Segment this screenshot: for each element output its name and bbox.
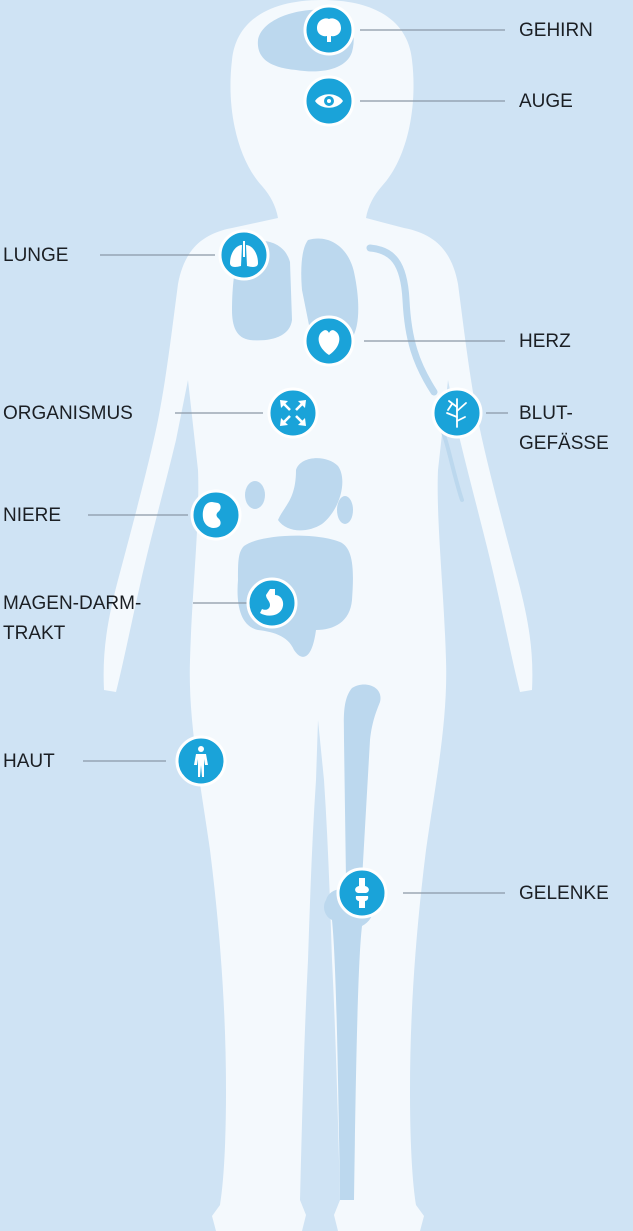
heart-icon: [305, 317, 353, 365]
kidney-label: NIERE: [3, 501, 61, 531]
kidney-shape: [245, 481, 265, 509]
brain-label: GEHIRN: [519, 16, 593, 46]
kidney-icon: [192, 491, 240, 539]
eye-icon: [305, 77, 353, 125]
human-figure-icon: [177, 737, 225, 785]
eye-label: AUGE: [519, 87, 573, 117]
brain-icon: [305, 6, 353, 54]
stomach-icon: [248, 579, 296, 627]
spleen-shape: [337, 496, 353, 524]
joints-label: GELENKE: [519, 879, 609, 909]
organism-label: ORGANISMUS: [3, 399, 133, 429]
knee-joint-icon: [338, 869, 386, 917]
lung-label: LUNGE: [3, 241, 68, 271]
gi-tract-label: MAGEN-DARM- TRAKT: [3, 589, 141, 649]
lungs-icon: [220, 231, 268, 279]
vessels-label: BLUT- GEFÄSSE: [519, 399, 609, 459]
heart-label: HERZ: [519, 327, 571, 357]
blood-vessels-icon: [433, 389, 481, 437]
expand-arrows-icon: [269, 389, 317, 437]
skin-label: HAUT: [3, 747, 55, 777]
